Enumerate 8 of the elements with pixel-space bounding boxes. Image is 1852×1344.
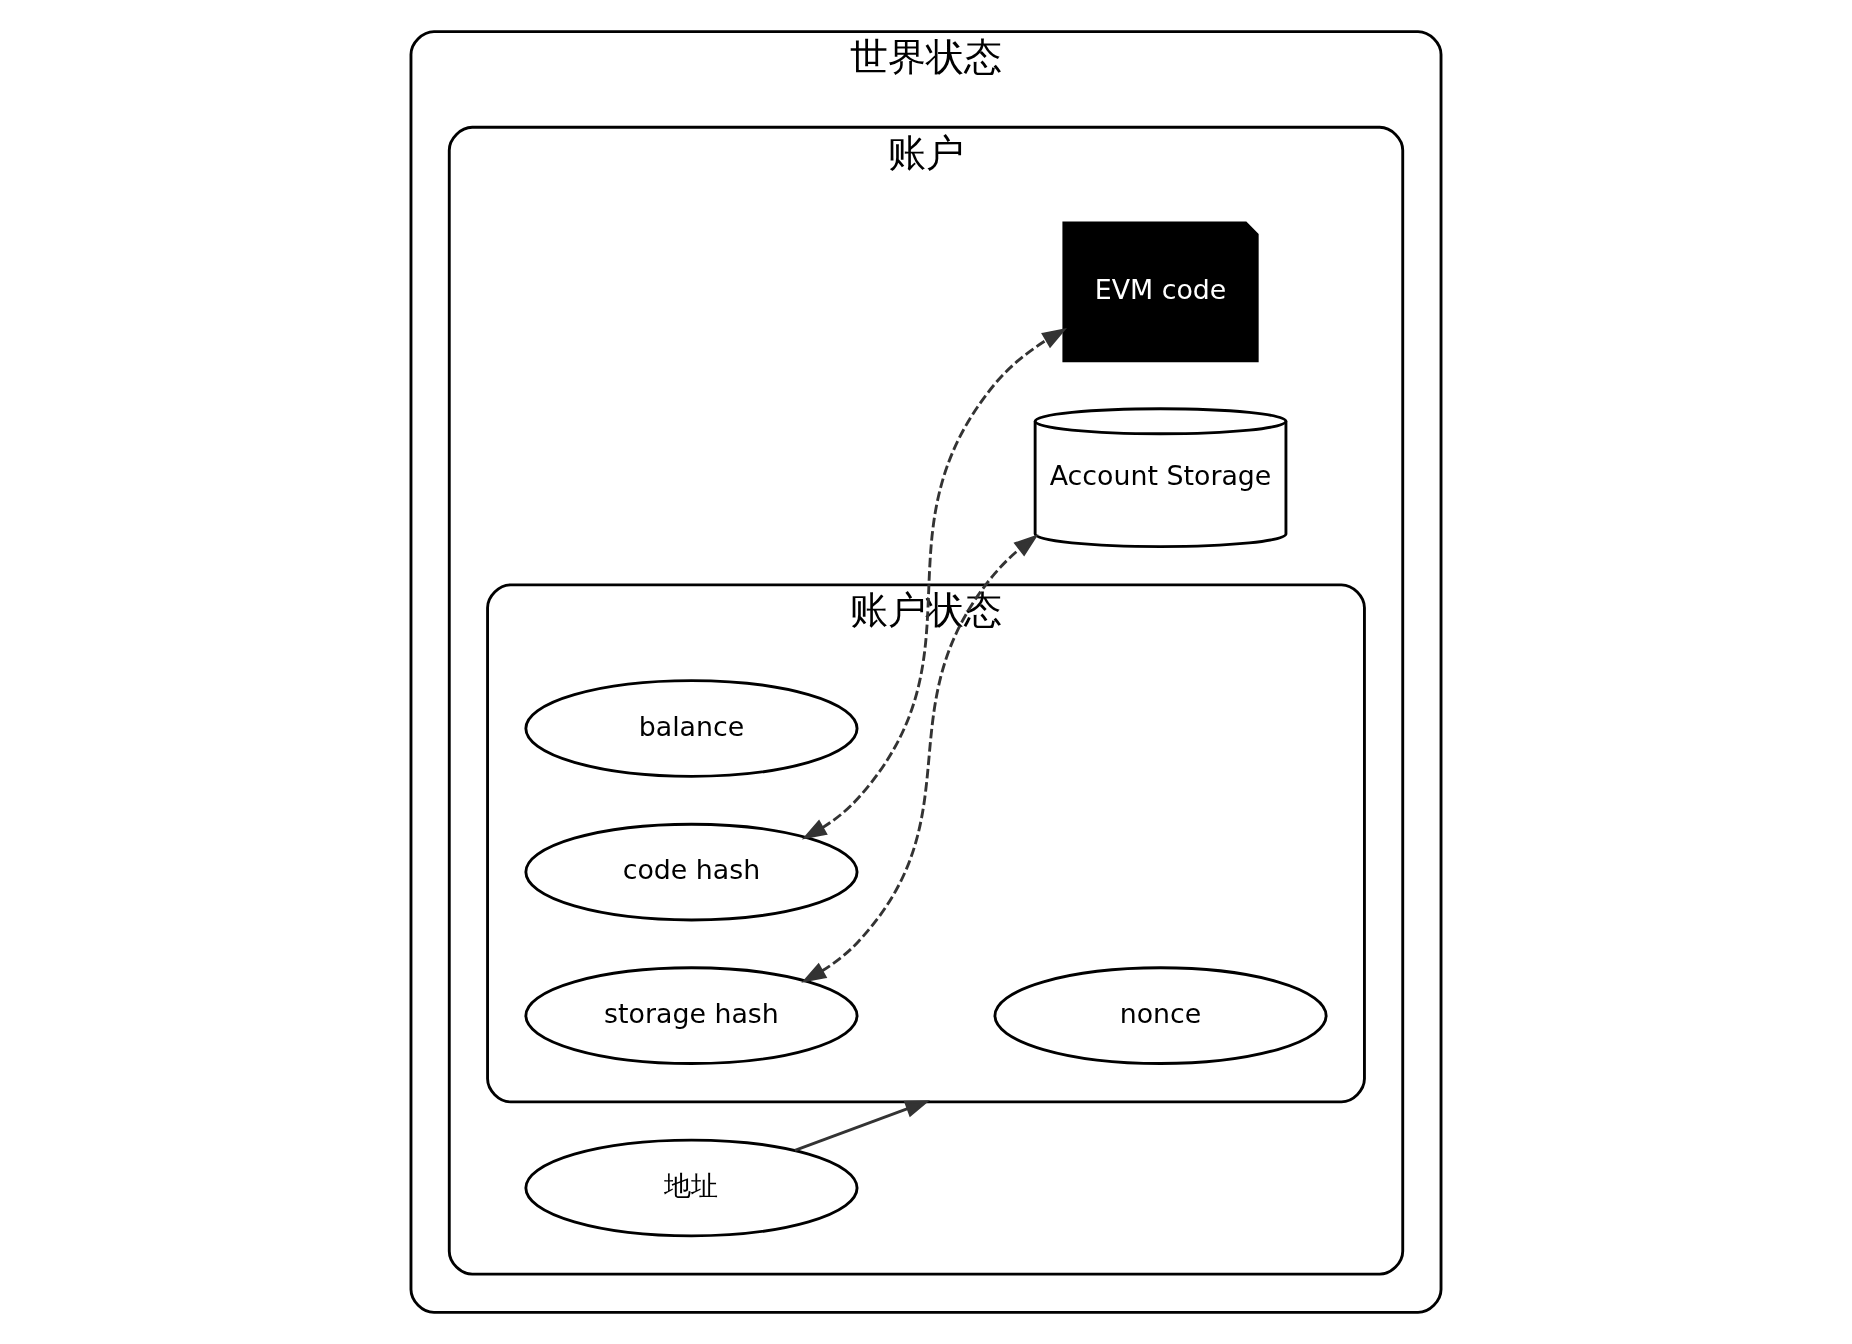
node-ellipse: code hash [524,822,859,922]
arrow [801,534,1039,983]
arrow [794,1100,931,1152]
node-ellipse: balance [524,679,859,778]
node-ellipse: storage hash [524,966,859,1065]
arrow [801,327,1067,840]
node-ellipse: nonce [993,966,1328,1065]
node-ellipse: 地址 [524,1138,859,1238]
